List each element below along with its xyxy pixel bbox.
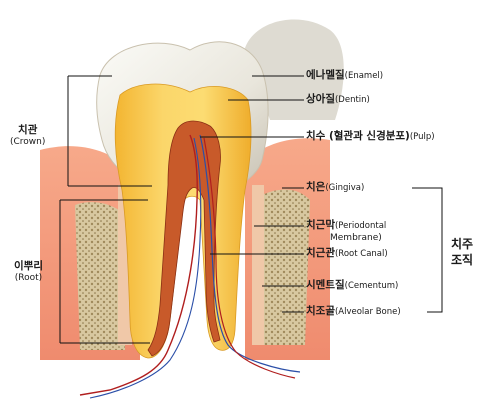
label-pulp-en: (Pulp) [409,132,435,142]
label-gingiva-ko: 치은 [306,181,326,193]
periodontium-group-label: 치주 조직 [451,236,473,268]
left-brackets [59,75,152,344]
label-crown-ko: 치관 [18,124,38,136]
label-crown: 치관 (Crown) [10,124,45,148]
alveolar-bone-shape [75,202,125,350]
label-cementum-en: (Cementum) [344,281,399,291]
label-dentin-ko: 상아질 [306,93,335,105]
label-pulp: 치수 (혈관과 신경분포)(Pulp) [306,131,435,142]
label-dentin-en: (Dentin) [334,95,370,105]
label-root-ko: 이뿌리 [14,260,43,272]
label-enamel-ko: 에나멜질 [306,69,345,81]
label-root: 이뿌리 (Root) [14,260,43,284]
label-pulp-ko: 치수 (혈관과 신경분포) [306,130,410,142]
label-crown-en: (Crown) [10,137,46,148]
label-periodontal: 치근막(Periodontal [306,220,386,231]
label-root-canal-ko: 치근관 [306,247,335,259]
label-periodontal-ko: 치근막 [306,219,335,231]
label-gingiva: 치은(Gingiva) [306,182,364,193]
periodontium-line2: 조직 [451,253,474,268]
pulp-shape [147,120,221,357]
label-root-canal: 치근관(Root Canal) [306,248,388,259]
label-alveolar-en: (Alveolar Bone) [334,307,401,317]
label-alveolar-ko: 치조골 [306,305,335,317]
label-root-en: (Root) [14,273,43,284]
label-alveolar: 치조골(Alveolar Bone) [306,306,401,317]
neighbor-tooth [245,19,344,121]
label-enamel: 에나멜질(Enamel) [306,70,383,81]
label-periodontal-en: (Periodontal [334,221,387,231]
label-periodontal-en2: Membrane) [330,233,382,243]
leader-lines [200,75,443,313]
label-dentin: 상아질(Dentin) [306,94,370,105]
label-cementum: 시멘트질(Cementum) [306,280,398,291]
periodontium-line1: 치주 [451,237,474,251]
label-root-canal-en: (Root Canal) [334,249,388,259]
label-cementum-ko: 시멘트질 [306,279,345,291]
label-enamel-en: (Enamel) [344,71,384,81]
label-gingiva-en: (Gingiva) [325,183,365,193]
